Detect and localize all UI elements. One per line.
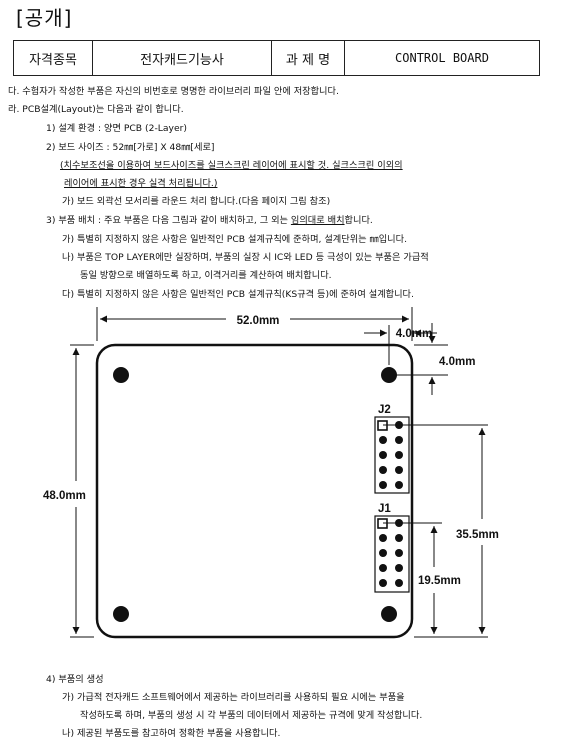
- text-line-10: 나) 부품은 TOP LAYER에만 실장하며, 부품의 실장 시 IC와 LE…: [62, 252, 429, 263]
- dim-x-offset-label: 4.0mm: [396, 328, 432, 340]
- text-line-8-c: 합니다.: [344, 215, 373, 226]
- dim-height-label: 48.0mm: [43, 490, 86, 502]
- text-line-4: 2) 보드 사이즈 : 52㎜[가로] X 48㎜[세로]: [46, 142, 215, 153]
- text-line-6: 레이어에 표시한 경우 실격 처리됩니다.): [64, 178, 218, 189]
- dim-j1-label: 19.5mm: [418, 575, 461, 587]
- text-line-13: 4) 부품의 생성: [46, 674, 104, 685]
- text-line-14: 가) 가급적 전자캐드 소프트웨어에서 제공하는 라이브러리를 사용하되 필요 …: [62, 692, 405, 703]
- dim-j2-label: 35.5mm: [456, 529, 499, 541]
- text-line-11: 동일 방향으로 배열하도록 하고, 이격거리를 계산하여 배치합니다.: [80, 270, 332, 281]
- text-line-5: (치수보조선을 이용하여 보드사이즈를 실크스크린 레이어에 표시할 것. 실크…: [60, 160, 403, 171]
- text-line-2: 라. PCB설계(Layout)는 다음과 같이 합니다.: [8, 104, 184, 115]
- info-label-task: 과 제 명: [271, 40, 345, 76]
- text-line-8: 3) 부품 배치 : 주요 부품은 다음 그림과 같이 배치하고, 그 외는 임…: [46, 215, 373, 227]
- text-line-1: 다. 수험자가 작성한 부품은 자신의 비번호로 명명한 라이브러리 파일 안에…: [8, 86, 339, 97]
- info-table: 자격종목 전자캐드기능사 과 제 명 CONTROL BOARD: [13, 40, 540, 76]
- info-label-qualification: 자격종목: [13, 40, 93, 76]
- text-line-8-a: 3) 부품 배치 : 주요 부품은 다음 그림과 같이 배치하고, 그 외는: [46, 215, 291, 226]
- j1-pins: [379, 519, 403, 587]
- board-drawing: 52.0mm 4.0mm 4.0mm 48.0mm J2 J1 35.5mm: [43, 307, 499, 639]
- text-line-3: 1) 설계 환경 : 양면 PCB (2-Layer): [46, 123, 187, 134]
- j1-label: J1: [378, 503, 391, 515]
- dim-y-offset-label: 4.0mm: [439, 356, 475, 368]
- info-value-qualification: 전자캐드기능사: [92, 40, 272, 76]
- text-line-8-b: 임의대로 배치: [290, 215, 345, 226]
- info-value-task: CONTROL BOARD: [344, 40, 540, 76]
- board-outline: [95, 343, 414, 639]
- j2-pins: [379, 421, 403, 489]
- text-line-15: 작성하도록 하며, 부품의 생성 시 각 부품의 데이터에서 제공하는 규격에 …: [80, 710, 423, 721]
- text-line-7: 가) 보드 외곽선 모서리를 라운드 처리 합니다.(다음 페이지 그림 참조): [62, 196, 331, 207]
- j1-connector: [374, 515, 410, 593]
- mounting-hole: [381, 606, 397, 622]
- page-heading: [공개]: [16, 6, 73, 30]
- mounting-hole: [113, 367, 129, 383]
- text-line-12: 다) 특별히 지정하지 않은 사항은 일반적인 PCB 설계규칙(KS규격 등)…: [62, 289, 414, 300]
- mounting-hole: [113, 606, 129, 622]
- text-line-16: 나) 제공된 부품도를 참고하여 정확한 부품을 사용합니다.: [62, 728, 281, 739]
- dim-width-label: 52.0mm: [237, 315, 280, 327]
- j2-connector: [374, 416, 410, 494]
- text-line-9: 가) 특별히 지정하지 않은 사항은 일반적인 PCB 설계규칙에 준하며, 설…: [62, 234, 408, 245]
- j2-label: J2: [378, 404, 391, 416]
